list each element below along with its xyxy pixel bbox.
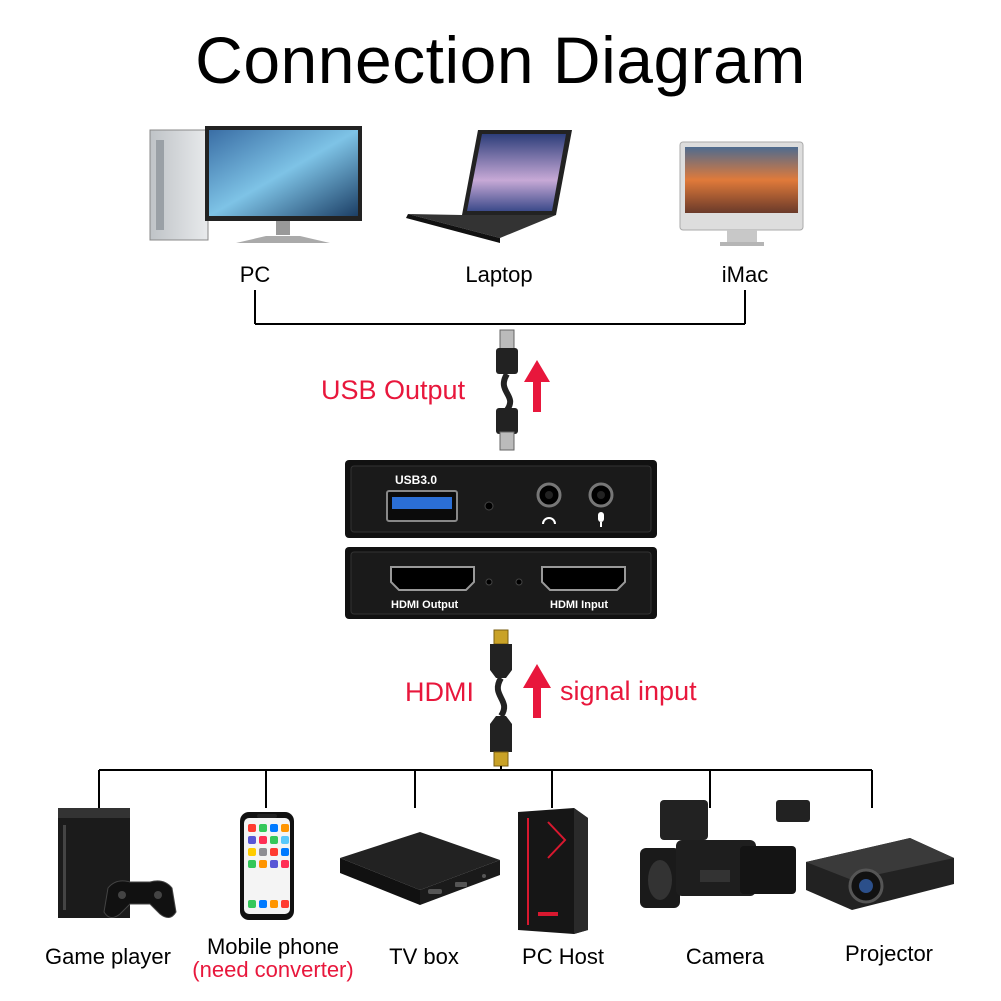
pc-host-tower-icon (518, 808, 588, 934)
headphone-icon (542, 517, 556, 525)
tv-box-icon (340, 832, 500, 905)
microphone-icon (598, 512, 604, 522)
game-console-icon (58, 808, 177, 918)
capture-device-hdmi-side (345, 547, 657, 619)
usb-output-label: USB Output (321, 375, 466, 405)
hdmi-input-port-label: HDMI Input (550, 599, 608, 611)
capture-device-usb-side (345, 460, 657, 538)
mobile-phone-icon (240, 812, 294, 920)
mobile-phone-note: (need converter) (192, 957, 354, 982)
device-label-game-player: Game player (45, 944, 171, 969)
projector-icon (806, 838, 954, 910)
top-connector-lines (254, 290, 746, 325)
device-label-pc: PC (239, 262, 271, 287)
device-label-tv-box: TV box (389, 944, 459, 969)
hdmi-up-arrow-icon (523, 664, 551, 718)
bottom-connector-lines (98, 766, 873, 808)
hdmi-label: HDMI (405, 677, 474, 707)
pc-icon (149, 126, 362, 243)
hdmi-output-port-label: HDMI Output (391, 599, 459, 611)
usb-up-arrow-icon (524, 360, 550, 412)
usb-cable-icon (496, 329, 518, 451)
hdmi-cable-icon (490, 629, 512, 767)
camera-icon (640, 800, 810, 908)
device-label-laptop: Laptop (465, 262, 533, 287)
device-label-camera: Camera (685, 944, 765, 969)
imac-icon (679, 141, 804, 246)
device-label-imac: iMac (721, 262, 769, 287)
device-label-projector: Projector (844, 941, 934, 966)
diagram-title: Connection Diagram (195, 23, 806, 97)
device-label-mobile-phone: Mobile phone (206, 934, 340, 959)
laptop-icon (406, 130, 572, 243)
device-label-pc-host: PC Host (522, 944, 604, 969)
signal-input-label: signal input (560, 676, 697, 706)
usb-port-label: USB3.0 (395, 473, 437, 487)
